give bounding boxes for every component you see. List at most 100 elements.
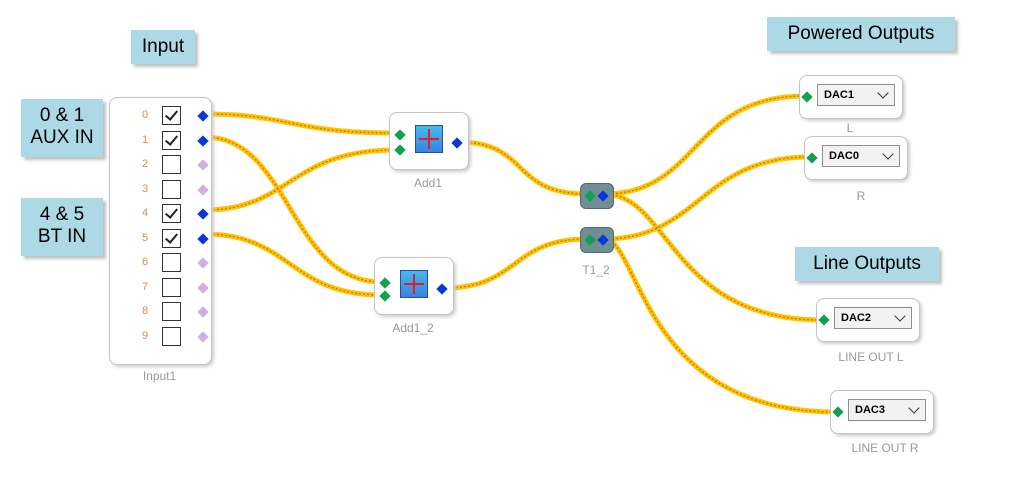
input-row-number: 7 [141,280,149,293]
chevron-down-icon [908,402,920,414]
dac-block-2[interactable]: DAC0 [804,136,908,180]
input-row-output-pin[interactable] [197,257,209,269]
wire [204,111,396,136]
add-block-2-caption: Add1_2 [392,321,434,335]
dac1-input-pin[interactable] [801,91,813,103]
input-row-output-pin[interactable] [197,110,209,122]
input-row-output-pin[interactable] [197,281,209,294]
wire [603,154,811,242]
input-row-output-pin[interactable] [197,330,209,343]
input-row-checkbox[interactable] [162,179,181,199]
line-outputs-label: Line Outputs [795,247,939,281]
dac3-select-value: DAC3 [855,404,885,416]
wire-dash [204,113,396,134]
input-row-checkbox[interactable] [162,155,181,174]
add-block-1-caption: Add1 [413,176,443,190]
bt-in-label-line2: BT IN [37,226,87,247]
input-row-checkbox[interactable] [162,204,181,223]
input-row-output-pin[interactable] [197,183,209,196]
wire [457,139,588,197]
aux-in-label-line1: 0 & 1 [39,105,85,126]
dac0-select[interactable]: DAC0 [822,145,900,167]
dac3-input-pin[interactable] [832,406,844,418]
add1-input-pin-b[interactable] [394,144,406,156]
input-row-number: 4 [141,207,149,219]
dac2-input-pin[interactable] [818,314,830,326]
wire [204,231,382,298]
add1-output-pin[interactable] [451,137,463,149]
input-row-output-pin[interactable] [197,134,209,147]
powered-outputs-label-text: Powered Outputs [787,23,935,44]
wire [603,191,823,323]
line-outputs-label-text: Line Outputs [813,253,921,274]
input-row-number: 0 [141,109,149,121]
input-row-number: 6 [141,256,149,268]
dac-block-4[interactable]: DAC3 [830,390,934,434]
add-icon [415,125,443,153]
wire-dash [204,149,396,211]
aux-in-label: 0 & 1 AUX IN [21,99,103,157]
aux-in-label-line2: AUX IN [30,127,94,148]
add2-output-pin[interactable] [436,283,448,295]
add-block-1[interactable] [389,112,469,170]
input-row-number: 9 [141,329,149,342]
input-row-checkbox[interactable] [162,326,181,346]
input-row-output-pin[interactable] [197,159,209,171]
dac2-select-value: DAC2 [841,312,871,324]
dac-block-3[interactable]: DAC2 [816,298,920,342]
wire-dash [204,233,382,296]
wire-dash [603,193,823,321]
input-row-checkbox[interactable] [162,130,181,150]
dac-block-1[interactable]: DAC1 [799,75,903,119]
input-row-checkbox[interactable] [162,228,181,248]
input-row-checkbox[interactable] [162,302,181,321]
input-row-output-pin[interactable] [197,208,209,220]
add2-input-pin-b[interactable] [379,290,391,302]
dac-block-4-caption: LINE OUT R [851,441,919,455]
input-row-number: 1 [141,133,149,146]
t2-output-pin[interactable] [597,234,609,246]
input-row-checkbox[interactable] [162,106,181,125]
add-block-2[interactable] [374,257,454,315]
dac1-select[interactable]: DAC1 [817,84,895,106]
t1-output-pin[interactable] [597,190,609,202]
dac-block-2-caption: R [856,189,866,203]
input-row-output-pin[interactable] [197,232,209,245]
bt-in-label-line1: 4 & 5 [39,204,85,225]
wire-dash [603,156,811,240]
dac-block-1-caption: L [846,121,854,135]
dac2-select[interactable]: DAC2 [834,307,912,329]
input-row-output-pin[interactable] [197,306,209,318]
dac3-select[interactable]: DAC3 [848,399,926,421]
input-block-caption: Input1 [142,369,177,383]
wire [603,93,806,197]
input-row-number: 8 [141,305,149,317]
t-block-1[interactable] [580,183,614,209]
chevron-down-icon [877,87,889,99]
input-row-checkbox[interactable] [162,253,181,272]
t1-input-pin[interactable] [584,190,596,202]
input-label-text: Input [141,36,185,57]
input-row-number: 5 [141,231,149,244]
input-label: Input [131,30,195,64]
chevron-down-icon [882,148,894,160]
t-block-2-caption: T1_2 [582,263,610,277]
wire [204,147,396,213]
wire [204,134,382,285]
add2-input-pin-a[interactable] [379,277,391,289]
input-row-checkbox[interactable] [162,277,181,297]
dac1-select-value: DAC1 [824,89,854,101]
dac0-select-value: DAC0 [829,150,859,162]
bt-in-label: 4 & 5 BT IN [21,198,103,256]
wire-dash [603,95,806,195]
t-block-2[interactable] [580,227,614,253]
input-row-number: 2 [141,158,149,170]
add1-input-pin-a[interactable] [394,129,406,141]
dac-block-3-caption: LINE OUT L [838,350,904,364]
wire-dash [603,238,837,413]
dac0-input-pin[interactable] [806,152,818,164]
t2-input-pin[interactable] [584,234,596,246]
wire-dash [443,238,588,289]
